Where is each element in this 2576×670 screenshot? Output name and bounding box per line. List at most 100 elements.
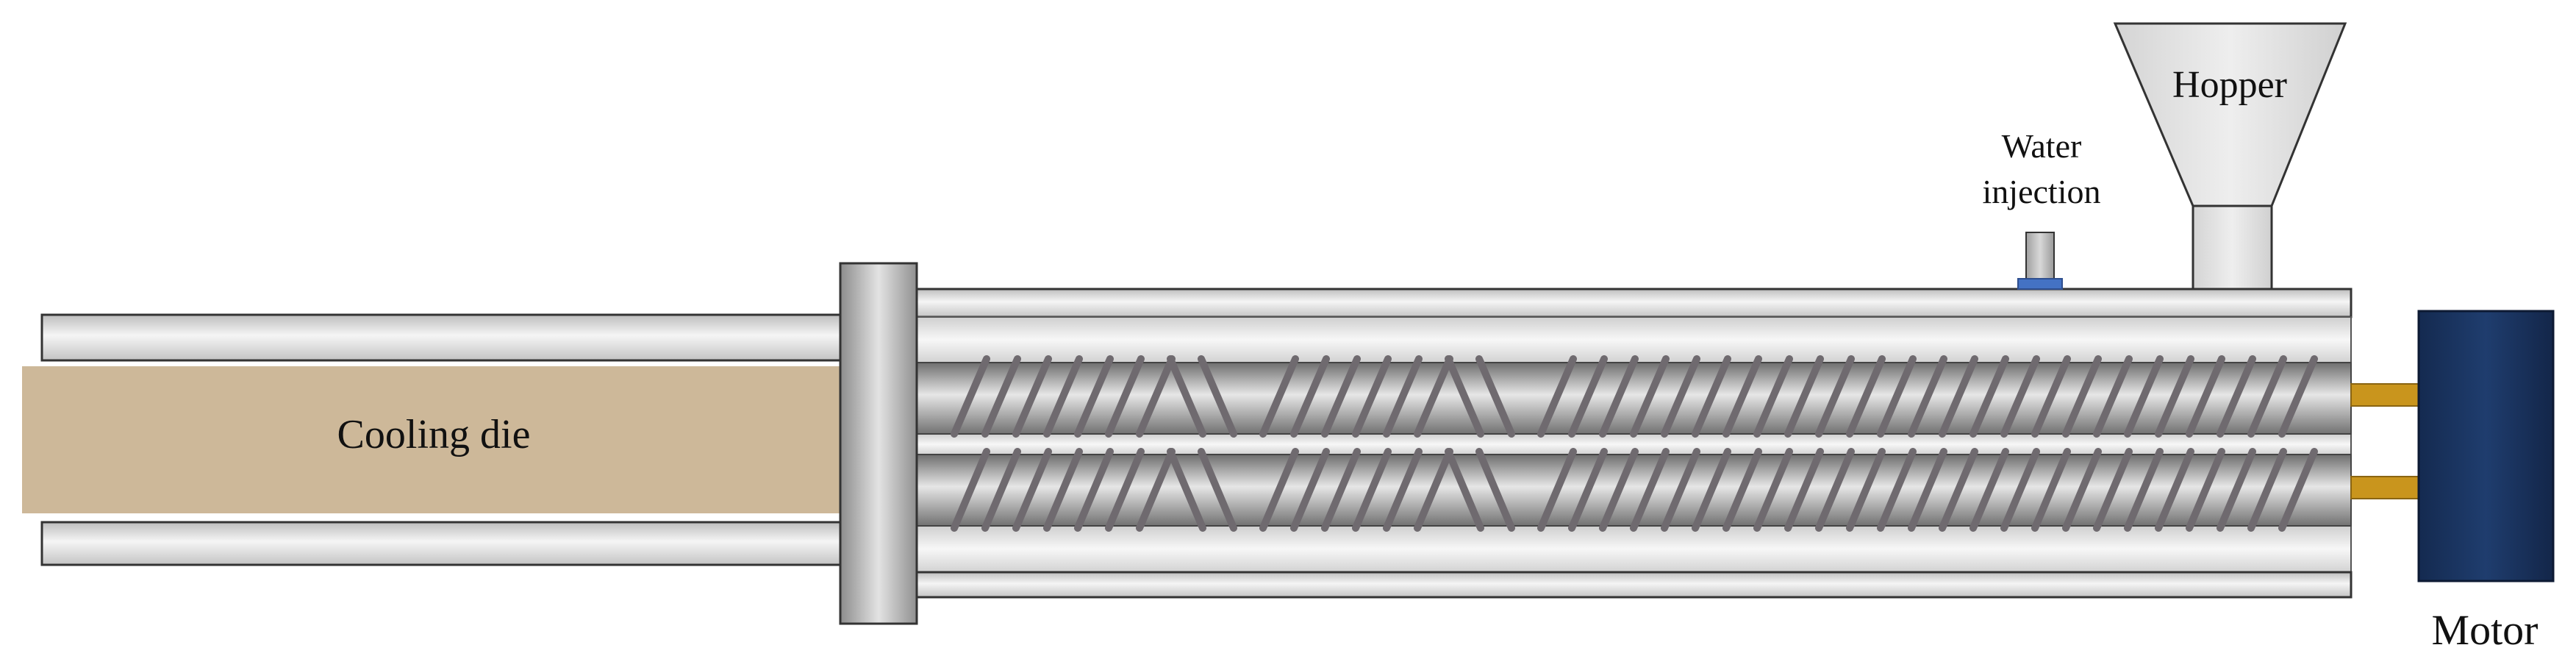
flights-lower-flight-16	[1445, 448, 1484, 532]
flights-lower-flight-7	[1167, 448, 1206, 532]
flights-upper-flight-19	[1537, 355, 1577, 438]
flights-upper-flight-1	[981, 355, 1021, 438]
water-injection-port: Water injection	[1983, 127, 2101, 290]
flights-upper-flight-4	[1074, 355, 1114, 438]
flights-lower-flight-12	[1321, 448, 1361, 532]
barrel-inner-top	[913, 316, 2352, 363]
flights-lower-flight-6	[1136, 448, 1176, 532]
flights-lower-flight-13	[1352, 448, 1392, 532]
motor	[2417, 310, 2555, 582]
motor-assembly: Motor	[2350, 310, 2555, 654]
flights-upper-flight-2	[1012, 355, 1052, 438]
flights-upper-flight-11	[1290, 355, 1330, 438]
flights-lower-flight-38	[2124, 448, 2164, 532]
flights-upper-flight-43	[2278, 355, 2318, 438]
flights-lower-flight-33	[1969, 448, 2009, 532]
cooling-die-bottom-wall	[40, 521, 845, 566]
flights-lower-flight-32	[1939, 448, 1978, 532]
flights-upper-flight-3	[1043, 355, 1083, 438]
flights-upper-flight-32	[1939, 355, 1978, 438]
flights-upper-flight-28	[1815, 355, 1855, 438]
flights-lower-flight-30	[1877, 448, 1917, 532]
flights-upper-flight-6	[1136, 355, 1176, 438]
flights-upper-flight-27	[1784, 355, 1824, 438]
flights-lower-flight-42	[2247, 448, 2287, 532]
flights-upper-flight-33	[1969, 355, 2009, 438]
flights-upper-flight-12	[1321, 355, 1361, 438]
hopper: Hopper	[2113, 22, 2347, 291]
flights-lower-flight-0	[951, 448, 990, 532]
flights-upper-flight-41	[2217, 355, 2256, 438]
cooling-die: Cooling die	[22, 313, 845, 566]
water-injection-nozzle	[2025, 232, 2055, 279]
flights-upper-flight-15	[1414, 355, 1453, 438]
cooling-die-top-wall	[40, 313, 845, 362]
flights-lower-flight-5	[1105, 448, 1145, 532]
flights-lower-flight-15	[1414, 448, 1453, 532]
flights-upper-flight-37	[2093, 355, 2133, 438]
flights-lower-flight-39	[2155, 448, 2194, 532]
flights-upper-flight-0	[951, 355, 990, 438]
flights-upper-flight-29	[1846, 355, 1886, 438]
hopper-label: Hopper	[2172, 64, 2287, 106]
flights-upper-flight-23	[1661, 355, 1700, 438]
flights-upper-flight-35	[2031, 355, 2071, 438]
flights-lower-flight-17	[1475, 448, 1515, 532]
flights-upper-flight-10	[1259, 355, 1299, 438]
flights-lower-flight-22	[1630, 448, 1670, 532]
flights-lower-flight-19	[1537, 448, 1577, 532]
die-flange	[839, 262, 918, 625]
flights-upper-flight-22	[1630, 355, 1670, 438]
flights-upper-flight-14	[1383, 355, 1423, 438]
water-injection-seal	[2017, 278, 2063, 290]
hopper-neck	[2192, 204, 2273, 291]
flights-lower-flight-20	[1568, 448, 1608, 532]
flights-lower-flight-4	[1074, 448, 1114, 532]
flights-lower-flight-1	[981, 448, 1021, 532]
flights-lower-flight-27	[1784, 448, 1824, 532]
flights-lower-flight-21	[1599, 448, 1639, 532]
flights-lower-flight-3	[1043, 448, 1083, 532]
flights-lower-flight-41	[2217, 448, 2256, 532]
screw-flights-upper	[951, 355, 2318, 438]
flights-lower-flight-14	[1383, 448, 1423, 532]
flights-upper-flight-13	[1352, 355, 1392, 438]
flights-upper-flight-16	[1445, 355, 1484, 438]
flights-lower-flight-24	[1692, 448, 1731, 532]
flights-lower-flight-23	[1661, 448, 1700, 532]
flights-lower-flight-2	[1012, 448, 1052, 532]
flights-lower-flight-37	[2093, 448, 2133, 532]
flights-upper-flight-36	[2062, 355, 2102, 438]
flights-upper-flight-39	[2155, 355, 2194, 438]
flights-upper-flight-21	[1599, 355, 1639, 438]
flights-upper-flight-31	[1908, 355, 1947, 438]
flights-upper-flight-42	[2247, 355, 2287, 438]
flights-lower-flight-34	[2000, 448, 2040, 532]
barrel-inner-bottom	[913, 525, 2352, 573]
extruder-barrel	[912, 288, 2353, 599]
hopper-funnel	[2113, 22, 2347, 207]
water-injection-label-line2: injection	[1983, 173, 2101, 210]
flights-upper-flight-24	[1692, 355, 1731, 438]
flights-upper-flight-7	[1167, 355, 1206, 438]
barrel-top-wall	[912, 288, 2353, 318]
flights-lower-flight-29	[1846, 448, 1886, 532]
flights-lower-flight-26	[1753, 448, 1793, 532]
drive-shaft-upper	[2350, 383, 2419, 407]
flights-lower-flight-35	[2031, 448, 2071, 532]
flights-upper-flight-38	[2124, 355, 2164, 438]
flights-upper-flight-25	[1722, 355, 1762, 438]
flights-lower-flight-25	[1722, 448, 1762, 532]
drive-shaft-lower	[2350, 476, 2419, 499]
flights-lower-flight-8	[1198, 448, 1237, 532]
flights-upper-flight-5	[1105, 355, 1145, 438]
flights-lower-flight-28	[1815, 448, 1855, 532]
cooling-die-label: Cooling die	[337, 412, 531, 457]
flights-upper-flight-8	[1198, 355, 1237, 438]
flights-lower-flight-40	[2186, 448, 2225, 532]
screw-flights-lower	[951, 448, 2318, 532]
flights-upper-flight-30	[1877, 355, 1917, 438]
flights-lower-flight-11	[1290, 448, 1330, 532]
motor-label: Motor	[2432, 606, 2539, 654]
